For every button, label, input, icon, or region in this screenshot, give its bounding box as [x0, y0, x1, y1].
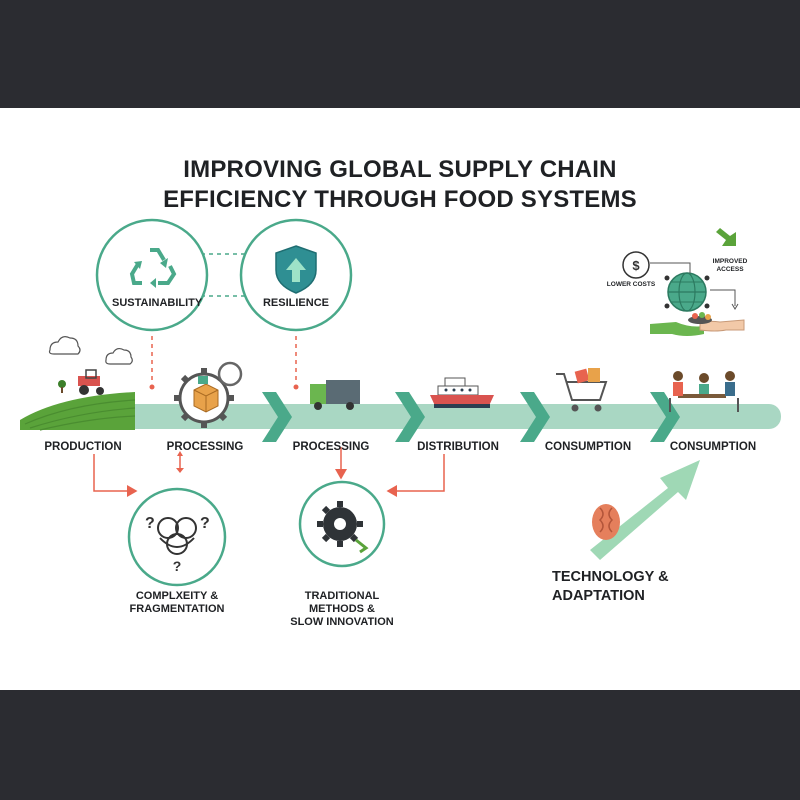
supply-chain-band: [20, 392, 781, 442]
question-mark-icon: ?: [173, 558, 182, 574]
lower-costs-label: LOWER COSTS: [606, 281, 656, 288]
people-dining-icon: [669, 371, 739, 412]
brain-icon: [592, 504, 620, 540]
improved-access-line-2: ACCESS: [716, 266, 744, 273]
traditional-label-line-2: METHODS &: [309, 603, 375, 615]
shopping-cart-icon: [556, 368, 608, 412]
resilience-label: RESILIENCE: [262, 297, 329, 309]
infographic-card: IMPROVING GLOBAL SUPPLY CHAIN EFFICIENCY…: [0, 108, 800, 690]
improved-access-label: IMPROVED ACCESS: [700, 258, 760, 274]
outcome-line-1: TECHNOLOGY &: [552, 569, 669, 585]
traditional-methods-circle: [298, 480, 386, 568]
complexity-label-line-1: COMPLXEITY &: [135, 590, 219, 602]
stage-label-processing-1: PROCESSING: [166, 441, 244, 453]
resilience-circle: [239, 218, 353, 332]
tangled-knot-icon: [157, 517, 197, 555]
improved-access-line-1: IMPROVED: [712, 258, 748, 265]
dollar-coin-icon: [622, 251, 650, 279]
svg-text:$: $: [632, 258, 640, 273]
delivery-truck-icon: [310, 380, 360, 410]
sustainability-label: SUSTAINABILITY: [112, 297, 203, 309]
technology-adaptation-label: TECHNOLOGY & ADAPTATION: [552, 568, 712, 606]
complexity-label-line-2: FRAGMENTATION: [129, 603, 225, 615]
title-line-1: IMPROVING GLOBAL SUPPLY CHAIN: [183, 156, 617, 183]
stage-label-distribution: DISTRIBUTION: [417, 441, 499, 453]
farm-field-tractor-icon: [48, 336, 133, 395]
shield-arrow-icon: [275, 245, 317, 294]
complexity-circle: ? ? ?: [127, 487, 227, 587]
traditional-label-line-1: TRADITIONAL: [304, 590, 380, 602]
cargo-ship-icon: [430, 377, 494, 408]
down-arrow-icon: [716, 228, 736, 246]
diagram-graphics: ? ? ?: [20, 218, 781, 587]
title-line-2: EFFICIENCY THROUGH FOOD SYSTEMS: [163, 186, 637, 213]
sustainability-circle: [95, 218, 209, 332]
gears-box-icon: [174, 361, 243, 428]
challenge-connectors: [93, 447, 445, 497]
growth-arrow-icon: [590, 460, 700, 560]
recycle-icon: [129, 248, 177, 288]
question-mark-icon: ?: [200, 515, 210, 532]
question-mark-icon: ?: [145, 515, 155, 532]
outcome-line-2: ADAPTATION: [552, 588, 645, 604]
chevron-arrows: [262, 392, 680, 442]
complexity-label: COMPLXEITY & FRAGMENTATION: [110, 590, 244, 616]
stage-label-production: PRODUCTION: [44, 441, 122, 453]
traditional-label-line-3: SLOW INNOVATION: [290, 616, 394, 628]
benefits-cluster: $: [622, 228, 745, 336]
stage-label-processing-2: PROCESSING: [292, 441, 370, 453]
stage-label-consumption-2: CONSUMPTION: [669, 441, 757, 453]
stage-label-consumption-1: CONSUMPTION: [544, 441, 632, 453]
traditional-methods-label: TRADITIONAL METHODS & SLOW INNOVATION: [272, 590, 412, 629]
hands-sharing-icon: [650, 312, 745, 336]
broken-gear-icon: [317, 501, 369, 554]
